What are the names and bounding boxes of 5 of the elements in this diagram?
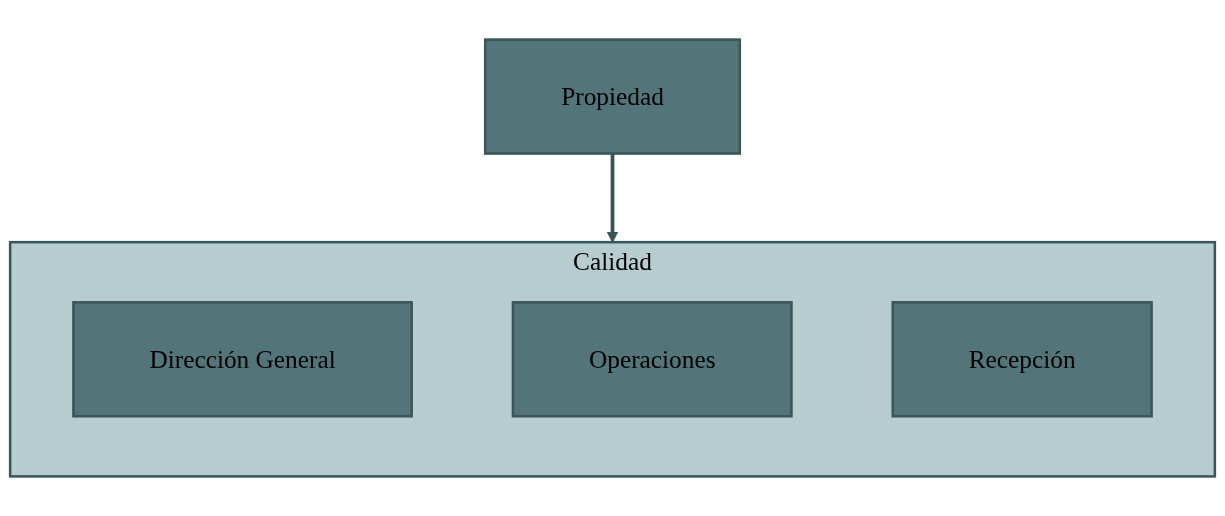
node-box: Recepción xyxy=(891,301,1153,418)
arrow xyxy=(606,153,619,243)
node-box: Operaciones xyxy=(511,301,793,418)
node-box: Dirección General xyxy=(72,301,413,418)
node-box: Propiedad xyxy=(483,38,742,155)
